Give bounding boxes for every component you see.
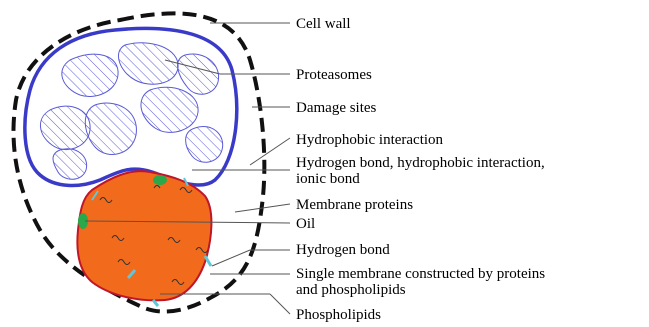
- label-hydrophobic-interaction: Hydrophobic interaction: [296, 132, 444, 148]
- membrane-protein-top: [153, 175, 167, 185]
- label-single-membrane-line2: and phospholipids: [296, 282, 406, 298]
- label-proteasomes: Proteasomes: [296, 67, 372, 83]
- label-hydrogen-bond: Hydrogen bond: [296, 242, 390, 258]
- label-oil: Oil: [296, 216, 315, 232]
- label-membrane-proteins: Membrane proteins: [296, 197, 413, 213]
- label-damage-sites: Damage sites: [296, 100, 377, 116]
- label-hbond-mixed-line2: ionic bond: [296, 171, 360, 187]
- label-hbond-mixed-line1: Hydrogen bond, hydrophobic interaction,: [296, 155, 545, 171]
- label-single-membrane-line1: Single membrane constructed by proteins: [296, 266, 545, 282]
- label-phospholipids: Phospholipids: [296, 307, 381, 323]
- label-cell-wall: Cell wall: [296, 16, 351, 32]
